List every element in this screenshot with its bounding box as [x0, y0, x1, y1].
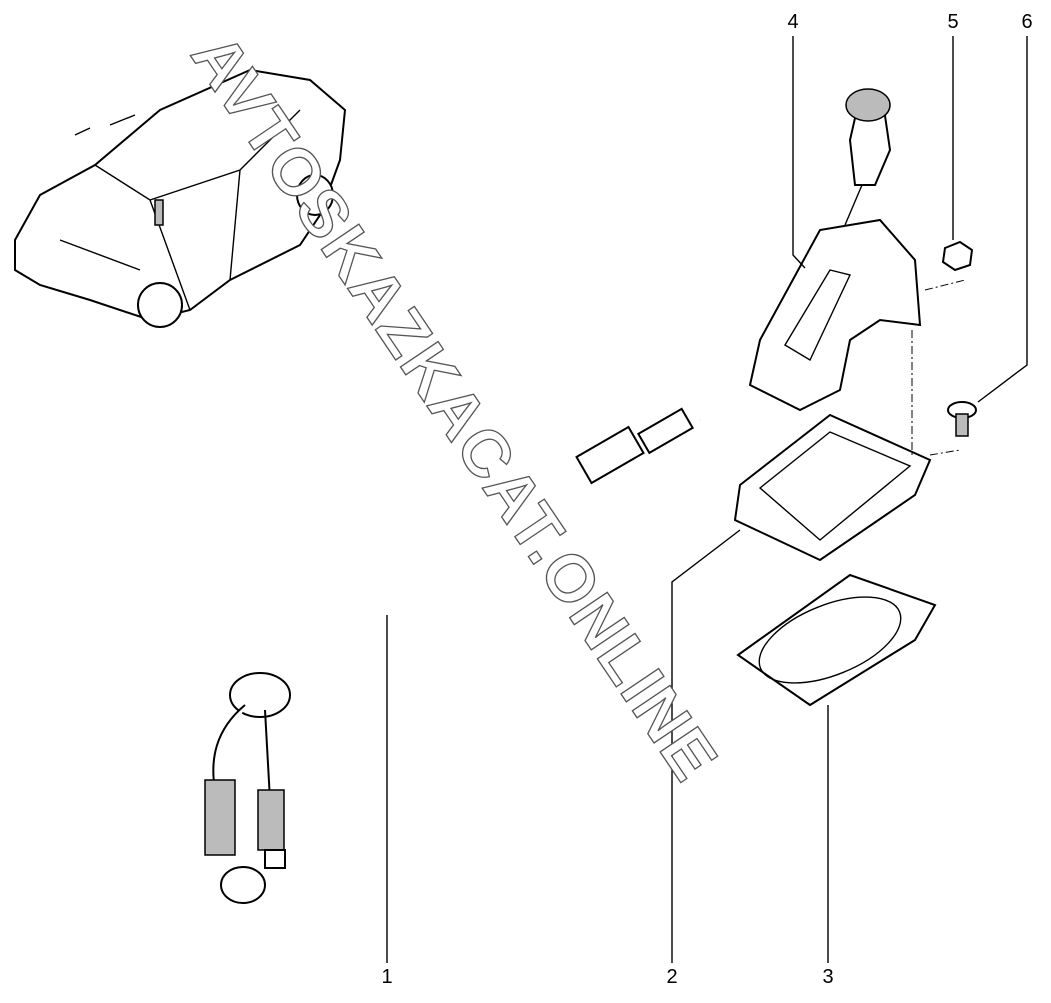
leader-lines	[386, 36, 1028, 963]
callout-2: 2	[666, 966, 678, 988]
callout-3: 3	[822, 966, 834, 988]
boot-plate	[736, 573, 937, 707]
gear-shift-cable	[204, 407, 701, 904]
callout-4: 4	[787, 11, 799, 33]
callout-6: 6	[1021, 11, 1033, 33]
callout-1: 1	[381, 966, 393, 988]
mounting-frame	[733, 413, 932, 562]
gear-shift-lever-assembly	[748, 88, 922, 412]
car-illustration	[14, 68, 347, 328]
bolt	[947, 401, 977, 437]
nut	[941, 240, 974, 272]
callout-5: 5	[947, 11, 959, 33]
